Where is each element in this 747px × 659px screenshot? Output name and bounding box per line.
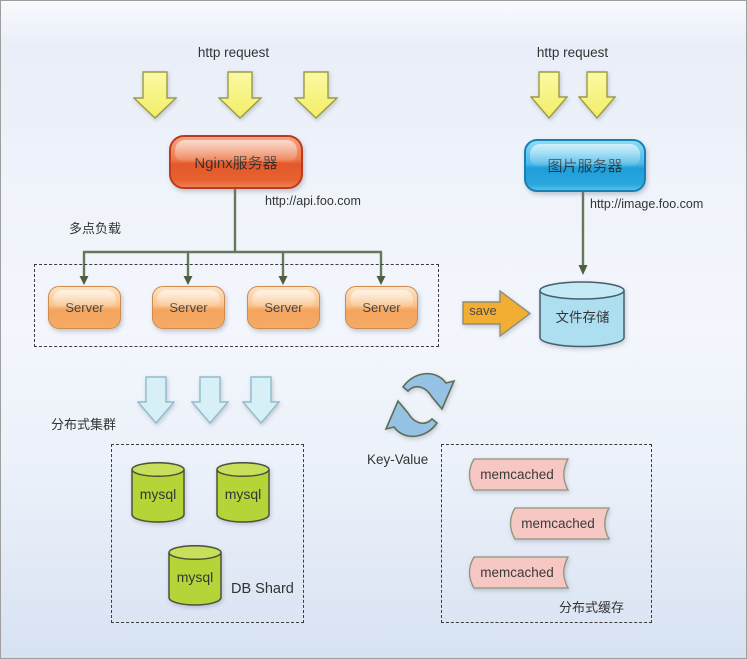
memcached-node: memcached bbox=[464, 458, 570, 491]
http-request-label-api: http request bbox=[197, 45, 270, 60]
api-url-label: http://api.foo.com bbox=[265, 194, 361, 208]
server-box: Server bbox=[152, 286, 225, 329]
server-box: Server bbox=[247, 286, 320, 329]
down-arrow-icon bbox=[218, 71, 262, 119]
down-arrow-icon bbox=[191, 376, 229, 424]
file-storage-label: 文件存储 bbox=[555, 310, 610, 325]
down-arrow-icon bbox=[137, 376, 175, 424]
cache-group-frame bbox=[441, 444, 652, 623]
nginx-server-label: Nginx服务器 bbox=[194, 154, 278, 172]
down-arrow-icon bbox=[294, 71, 338, 119]
memcached-label: memcached bbox=[480, 467, 554, 482]
save-arrow-icon bbox=[462, 290, 532, 338]
server-group-frame bbox=[34, 264, 439, 347]
server-label: Server bbox=[65, 300, 104, 315]
db-shard-label: DB Shard bbox=[231, 581, 294, 597]
image-url-label: http://image.foo.com bbox=[590, 197, 704, 211]
key-value-label: Key-Value bbox=[367, 452, 429, 467]
distributed-cache-label: 分布式缓存 bbox=[559, 600, 625, 615]
mysql-cylinder: mysql bbox=[216, 461, 270, 523]
server-label: Server bbox=[169, 300, 208, 315]
image-server-label: 图片服务器 bbox=[547, 158, 623, 175]
mysql-cylinder: mysql bbox=[131, 461, 185, 523]
server-label: Server bbox=[362, 300, 401, 315]
mysql-label: mysql bbox=[139, 486, 177, 502]
memcached-label: memcached bbox=[521, 516, 595, 531]
sync-arrows-icon bbox=[384, 372, 456, 438]
nginx-server-box: Nginx服务器 bbox=[169, 135, 303, 189]
server-box: Server bbox=[345, 286, 418, 329]
mysql-label: mysql bbox=[224, 486, 262, 502]
memcached-node: memcached bbox=[464, 556, 570, 589]
server-box: Server bbox=[48, 286, 121, 329]
memcached-label: memcached bbox=[480, 565, 554, 580]
distributed-cluster-label: 分布式集群 bbox=[51, 417, 117, 432]
memcached-node: memcached bbox=[505, 507, 611, 540]
file-storage-cylinder: 文件存储 bbox=[539, 281, 626, 348]
down-arrow-icon bbox=[578, 71, 616, 119]
down-arrow-icon bbox=[242, 376, 280, 424]
http-request-label-image: http request bbox=[536, 45, 609, 60]
down-arrow-icon bbox=[530, 71, 568, 119]
mysql-cylinder: mysql bbox=[168, 544, 222, 606]
save-label: save bbox=[469, 303, 497, 318]
mysql-label: mysql bbox=[176, 569, 214, 585]
load-balance-label: 多点负载 bbox=[69, 221, 122, 236]
server-label: Server bbox=[264, 300, 303, 315]
down-arrow-icon bbox=[133, 71, 177, 119]
db-group-frame bbox=[111, 444, 304, 623]
image-server-box: 图片服务器 bbox=[524, 139, 646, 192]
